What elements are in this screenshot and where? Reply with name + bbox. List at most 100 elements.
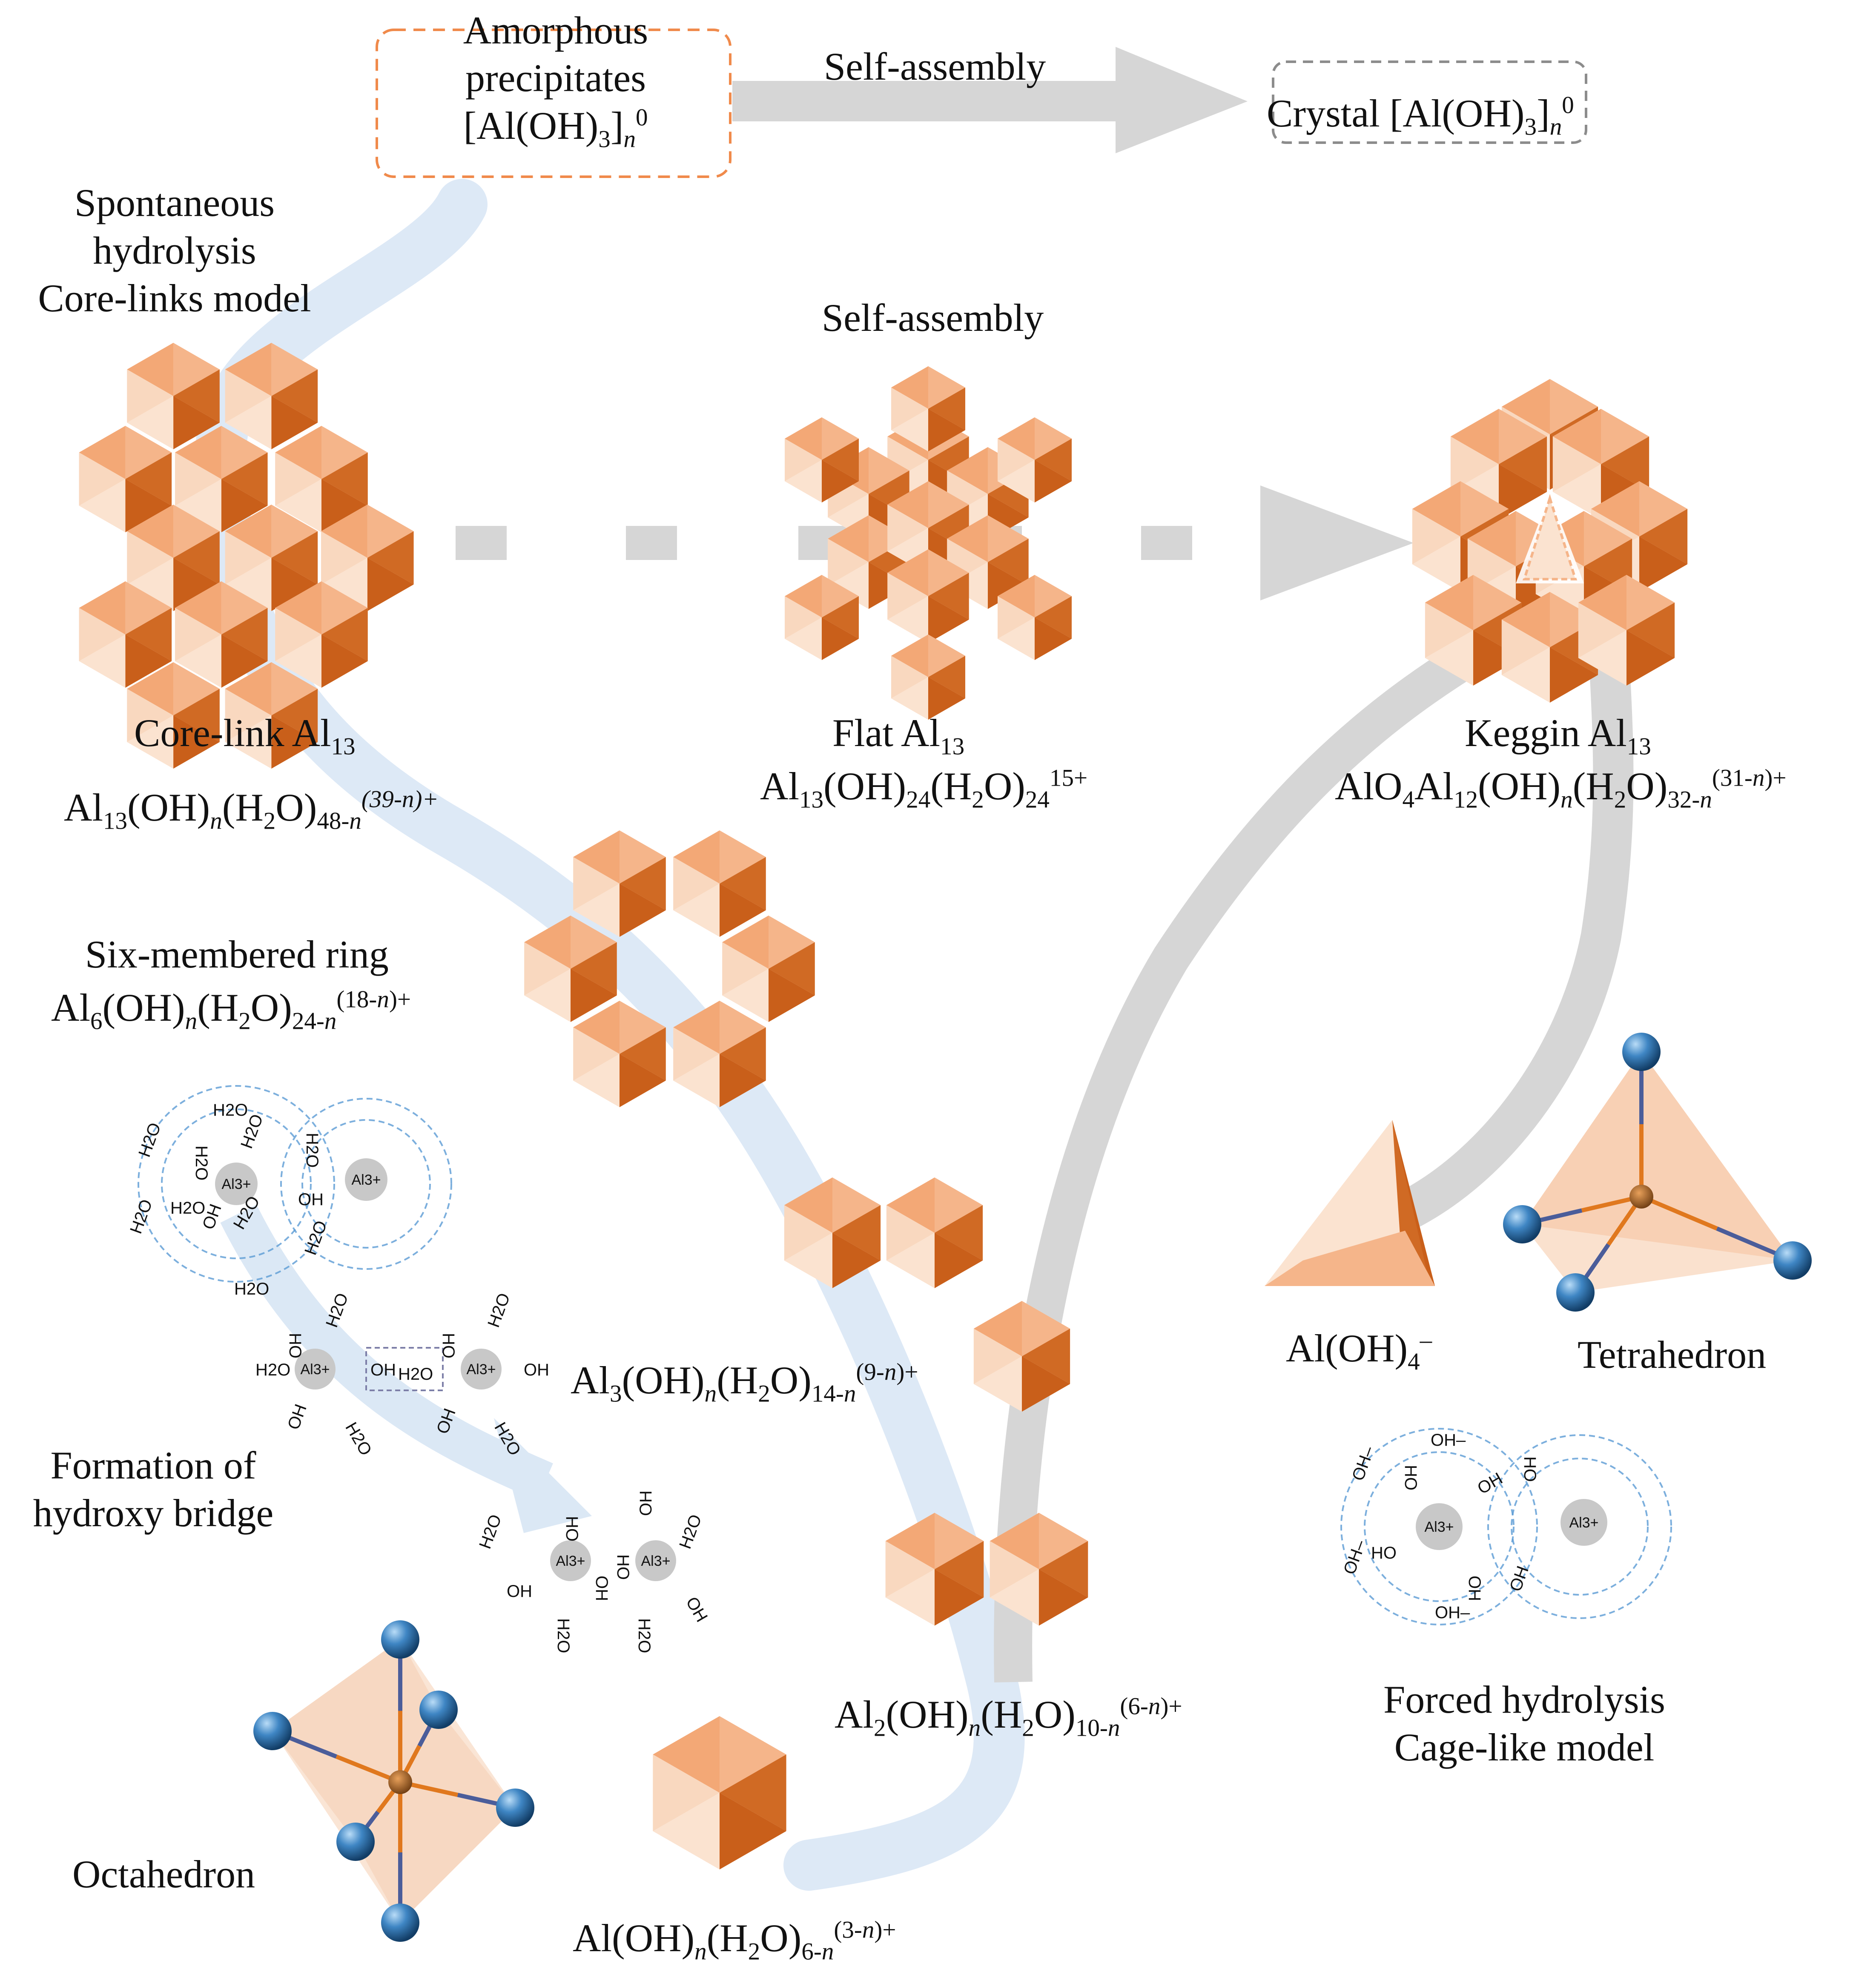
flat-name: Flat Al13	[832, 711, 965, 760]
hydroxide-label: OH–	[1431, 1431, 1466, 1450]
octa-vertex-atom	[253, 1712, 292, 1750]
hydroxyl-label: OH	[370, 1361, 396, 1379]
al-ion-label: Al3+	[556, 1553, 585, 1569]
al-ion-label: Al3+	[1425, 1519, 1454, 1535]
hydroxyl-label: OH	[1465, 1576, 1484, 1601]
water-label: H2O	[135, 1120, 164, 1160]
hydration-shell	[138, 1085, 335, 1283]
water-label: H2O	[255, 1361, 290, 1379]
octa-vertex-atom	[336, 1823, 375, 1861]
six-ring-octahedron	[673, 830, 766, 937]
amorphous-line1: Amorphous	[463, 9, 648, 52]
hydroxyl-label: OH	[507, 1582, 532, 1601]
aluminate-base	[1265, 1231, 1435, 1286]
aluminate-dark	[1392, 1120, 1435, 1286]
hydroxyl-label: HO	[562, 1516, 581, 1542]
hydroxyl-label: OH	[682, 1594, 711, 1625]
tetra-center-atom	[1629, 1185, 1653, 1209]
self-assembly-top-label: Self-assembly	[824, 45, 1046, 88]
al-ion	[550, 1540, 591, 1581]
hydroxide-label: OH–	[1340, 1537, 1370, 1577]
title-line2: hydrolysis	[93, 229, 256, 273]
hydroxy-line2: hydroxy bridge	[33, 1491, 274, 1535]
trimer-octahedron	[886, 1177, 983, 1288]
water-label: H2O	[234, 1280, 269, 1298]
al-ion-label: Al3+	[467, 1361, 496, 1378]
bridge-box	[365, 1347, 444, 1391]
aluminate-label: Al(OH)4–	[1286, 1326, 1432, 1375]
six-ring-name: Six-membered ring	[85, 933, 389, 976]
hydroxide-label: OH–	[1348, 1444, 1378, 1483]
al-ion	[1560, 1499, 1607, 1546]
tetrahedron-label: Tetrahedron	[1578, 1333, 1767, 1376]
hydration-shell	[1511, 1458, 1649, 1596]
self-assembly-middle-label: Self-assembly	[822, 296, 1044, 339]
al-ion	[215, 1163, 258, 1205]
hydroxyl-label: HO	[439, 1333, 458, 1358]
hydroxy-line1: Formation of	[50, 1444, 256, 1487]
hydroxy-bridge-path	[220, 1204, 553, 1501]
top-arrow-shaft	[732, 81, 1128, 121]
monomer-formula: Al(OH)n(H2O)6-n(3-n)+	[573, 1916, 896, 1965]
water-label: H2O	[303, 1133, 321, 1168]
amorphous-line2: precipitates	[465, 56, 646, 100]
al-ion-label: Al3+	[301, 1361, 330, 1378]
hydroxyl-label: OH	[298, 1190, 324, 1209]
hydroxyl-label: HO	[1401, 1465, 1420, 1490]
octa-center-atom	[388, 1770, 412, 1794]
al-ion-label: Al3+	[1569, 1515, 1599, 1531]
al-ion	[345, 1158, 387, 1201]
hydration-shell	[280, 1098, 452, 1270]
al-ion	[1416, 1503, 1463, 1550]
water-label: H2O	[554, 1618, 573, 1653]
tetra-vertex-atom	[1503, 1205, 1541, 1243]
water-label: H2O	[213, 1101, 248, 1120]
hydroxyl-label: OH	[1474, 1469, 1506, 1498]
hydroxyl-label: HO	[286, 1333, 304, 1358]
dashed-arrow-segment	[626, 526, 677, 560]
hydration-shell	[1340, 1428, 1538, 1625]
al-ion-label: Al3+	[352, 1172, 381, 1188]
forced-line2: Cage-like model	[1394, 1725, 1655, 1769]
tetra-vertex-atom	[1556, 1273, 1595, 1312]
water-label: H2O	[484, 1291, 513, 1330]
hydroxy-bridge-arrowhead	[494, 1418, 592, 1533]
title-line1: Spontaneous	[74, 181, 275, 224]
keggin-path-left	[994, 643, 1475, 1682]
flat-al13-outer-octahedron	[891, 634, 965, 720]
hydration-shell	[301, 1119, 431, 1249]
hydroxyl-label: OH	[592, 1576, 611, 1601]
hydroxyl-label: OH	[524, 1361, 549, 1379]
dimer-formula: Al2(OH)n(H2O)10-n(6-n)+	[835, 1693, 1182, 1742]
trimer-formula: Al3(OH)n(H2O)14-n(9-n)+	[571, 1358, 918, 1407]
al-ion	[295, 1349, 336, 1390]
dashed-arrow-segment	[456, 526, 507, 560]
al-ion-label: Al3+	[641, 1553, 671, 1569]
water-label: H2O	[476, 1512, 505, 1551]
amorphous-label: Amorphous precipitates [Al(OH)3]n0	[381, 6, 730, 154]
hydroxyl-label: OH	[284, 1402, 310, 1432]
hydroxyl-label: OH	[637, 1490, 655, 1516]
crystal-box	[1272, 60, 1587, 144]
crystal-label: Crystal [Al(OH)3]n0	[1267, 92, 1574, 141]
hydroxyl-label: HO	[1371, 1544, 1397, 1562]
water-label: H2O	[126, 1197, 156, 1236]
al-ion	[635, 1540, 676, 1581]
water-label: H2O	[170, 1199, 205, 1217]
octa-vertex-atom	[496, 1789, 534, 1827]
six-ring-formula: Al6(OH)n(H2O)24-n(18-n)+	[51, 986, 411, 1035]
polyhedra	[79, 343, 1812, 1942]
dashed-arrow-segment	[1141, 526, 1192, 560]
water-label: H2O	[676, 1512, 705, 1551]
forced-hydrolysis-title: Forced hydrolysis Cage-like model	[1341, 1676, 1707, 1771]
water-label: H2O	[341, 1419, 375, 1459]
water-label: H2O	[301, 1218, 330, 1258]
dashed-arrow-head	[1260, 485, 1414, 600]
keggin-path-right	[1392, 663, 1634, 1232]
keggin-formula: AlO4Al12(OH)n(H2O)32-n(31-n)+	[1335, 764, 1787, 813]
monomer-octahedron	[653, 1716, 786, 1869]
hydration-shell	[1487, 1434, 1672, 1619]
hydroxyl-label: HO	[614, 1554, 632, 1580]
